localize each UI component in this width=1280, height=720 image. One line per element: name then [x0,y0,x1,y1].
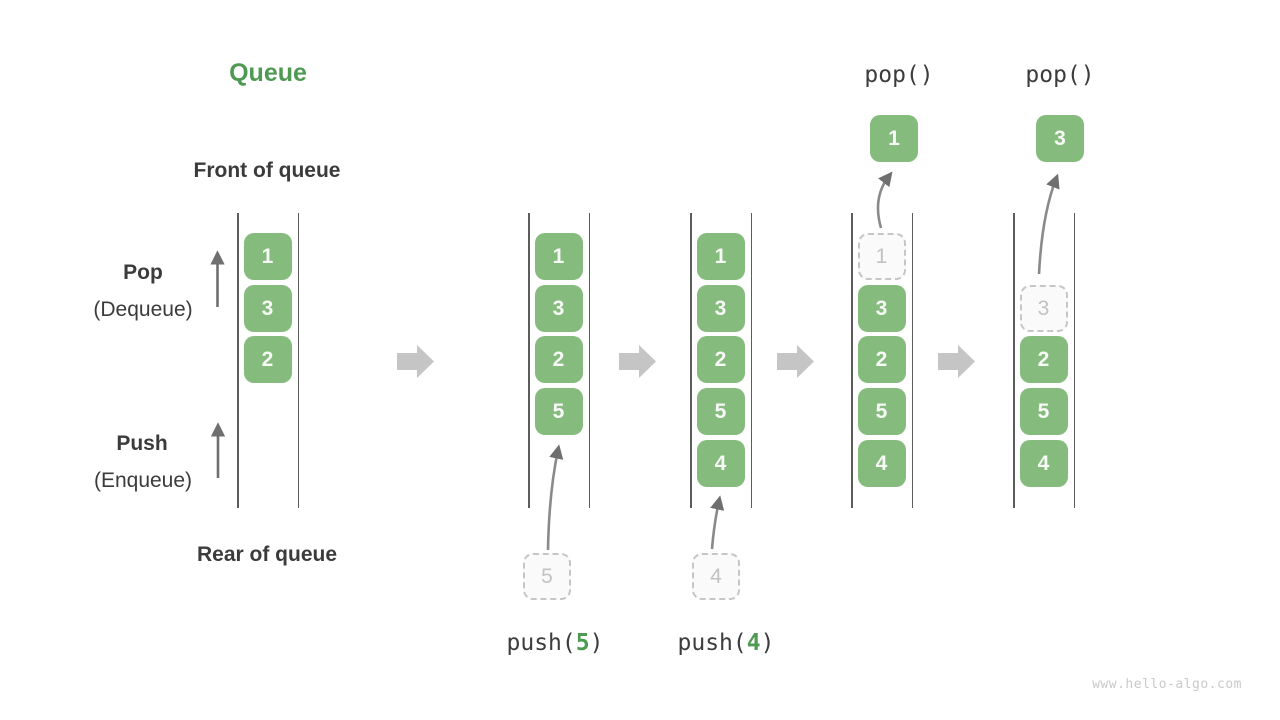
popped-item: 1 [870,115,918,162]
queue-item: 1 [243,233,292,280]
push-label: Push [116,432,168,455]
popped-item: 3 [1036,115,1084,162]
front-of-queue-label: Front of queue [193,159,341,182]
queue-item: 1 [534,233,583,280]
popped-item-ghost: 1 [857,233,906,280]
flow-arrow-icon [777,345,814,378]
queue-item: 2 [534,336,583,383]
pop-label: Pop [123,261,163,284]
queue-item: 5 [1019,388,1068,435]
flow-arrow-icon [619,345,656,378]
queue-item: 2 [696,336,745,383]
queue-wall-left [851,213,853,508]
queue-item: 2 [857,336,906,383]
enqueue-label: (Enqueue) [93,469,193,492]
flow-arrow-icon [938,345,975,378]
queue-item: 4 [857,440,906,487]
queue-wall-right [911,213,913,508]
flow-arrow-icon [397,345,434,378]
queue-wall-left [528,213,530,508]
incoming-item-ghost: 5 [523,553,571,600]
queue-wall-left [690,213,692,508]
queue-item: 5 [534,388,583,435]
pop-3-arrow-icon [1037,173,1060,275]
queue-wall-left [1013,213,1015,508]
queue-item: 3 [857,285,906,332]
queue-item: 2 [243,336,292,383]
rear-of-queue-label: Rear of queue [196,543,338,566]
queue-wall-right [588,213,590,508]
queue-wall-right [297,213,299,508]
queue-item: 1 [696,233,745,280]
queue-item: 2 [1019,336,1068,383]
queue-item: 3 [534,285,583,332]
watermark: www.hello-algo.com [1092,677,1242,692]
queue-wall-right [750,213,752,508]
incoming-item-ghost: 4 [692,553,740,600]
queue-item: 5 [857,388,906,435]
pop-op-label: pop() [864,62,934,88]
push-5-arrow-icon [546,444,564,551]
queue-item: 3 [696,285,745,332]
push-4-arrow-icon [710,495,725,550]
queue-wall-left [237,213,239,508]
queue-item: 4 [696,440,745,487]
queue-wall-right [1073,213,1075,508]
diagram-title: Queue [229,59,307,87]
popped-item-ghost: 3 [1019,285,1068,332]
queue-item: 5 [696,388,745,435]
pop-op-label: pop() [1025,62,1095,88]
dequeue-label: (Dequeue) [93,298,193,321]
queue-item: 4 [1019,440,1068,487]
push-op-label: push(4) [677,630,775,656]
push-op-label: push(5) [506,630,604,656]
queue-item: 3 [243,285,292,332]
pop-1-arrow-icon [876,171,893,229]
